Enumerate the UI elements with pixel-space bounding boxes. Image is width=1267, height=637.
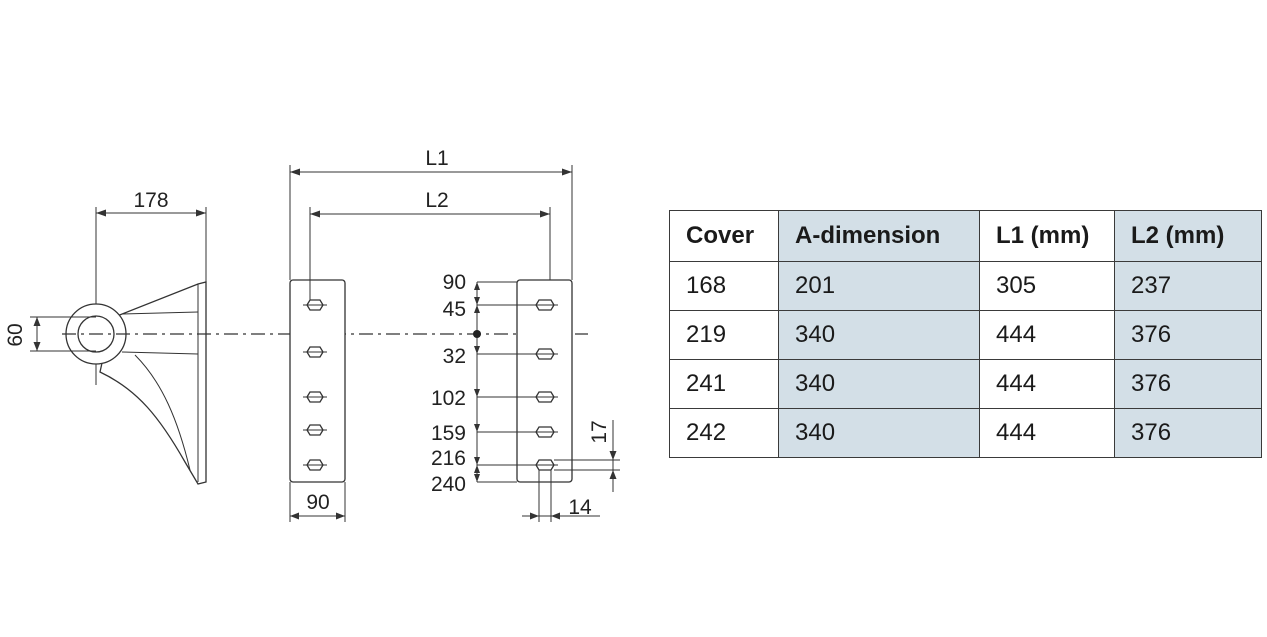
cell-a-dimension: 340 [778, 408, 980, 458]
table-row: 242 340 444 376 [669, 408, 1262, 458]
cell-cover: 241 [669, 359, 779, 409]
slot [303, 459, 327, 471]
table-row: 168 201 305 237 [669, 261, 1262, 311]
cell-l2: 376 [1114, 359, 1262, 409]
table-header-row: Cover A-dimension L1 (mm) L2 (mm) [669, 210, 1262, 262]
table-row: 241 340 444 376 [669, 359, 1262, 409]
header-l2: L2 (mm) [1114, 210, 1262, 262]
dim-l1-label: L1 [425, 147, 448, 170]
dim-90-label: 90 [443, 271, 466, 294]
header-l1: L1 (mm) [979, 210, 1115, 262]
cell-a-dimension: 201 [778, 261, 980, 311]
cell-a-dimension: 340 [778, 310, 980, 360]
cell-l1: 444 [979, 408, 1115, 458]
cell-cover: 168 [669, 261, 779, 311]
cell-cover: 242 [669, 408, 779, 458]
dim-45-label: 45 [443, 298, 466, 321]
dim-240-label: 240 [431, 473, 466, 496]
dim-l2-label: L2 [425, 189, 448, 212]
table-row: 219 340 444 376 [669, 310, 1262, 360]
slot [303, 299, 327, 311]
side-view: 178 60 [4, 189, 207, 485]
front-view: L1 L2 90 [289, 147, 573, 522]
dim-159-label: 159 [431, 422, 466, 445]
dim-216-label: 216 [431, 447, 466, 470]
cell-l2: 237 [1114, 261, 1262, 311]
hole-pattern-view: 90 45 32 102 159 216 240 17 14 [431, 271, 620, 522]
cell-l1: 444 [979, 310, 1115, 360]
cell-l2: 376 [1114, 408, 1262, 458]
dimension-table: Cover A-dimension L1 (mm) L2 (mm) 168 20… [669, 210, 1262, 458]
cell-a-dimension: 340 [778, 359, 980, 409]
header-cover: Cover [669, 210, 779, 262]
slot [303, 346, 327, 358]
dim-60-label: 60 [4, 323, 27, 346]
slot [303, 391, 327, 403]
dim-178-label: 178 [133, 189, 168, 212]
cell-cover: 219 [669, 310, 779, 360]
cell-l1: 444 [979, 359, 1115, 409]
front-slots [303, 299, 327, 471]
slot [303, 424, 327, 436]
dim-32-label: 32 [443, 345, 466, 368]
dim-17-label: 17 [588, 420, 611, 443]
dim-90-bottom-label: 90 [306, 491, 329, 514]
dim-14-label: 14 [568, 496, 592, 519]
cell-l1: 305 [979, 261, 1115, 311]
cell-l2: 376 [1114, 310, 1262, 360]
dim-102-label: 102 [431, 387, 466, 410]
header-a-dimension: A-dimension [778, 210, 980, 262]
